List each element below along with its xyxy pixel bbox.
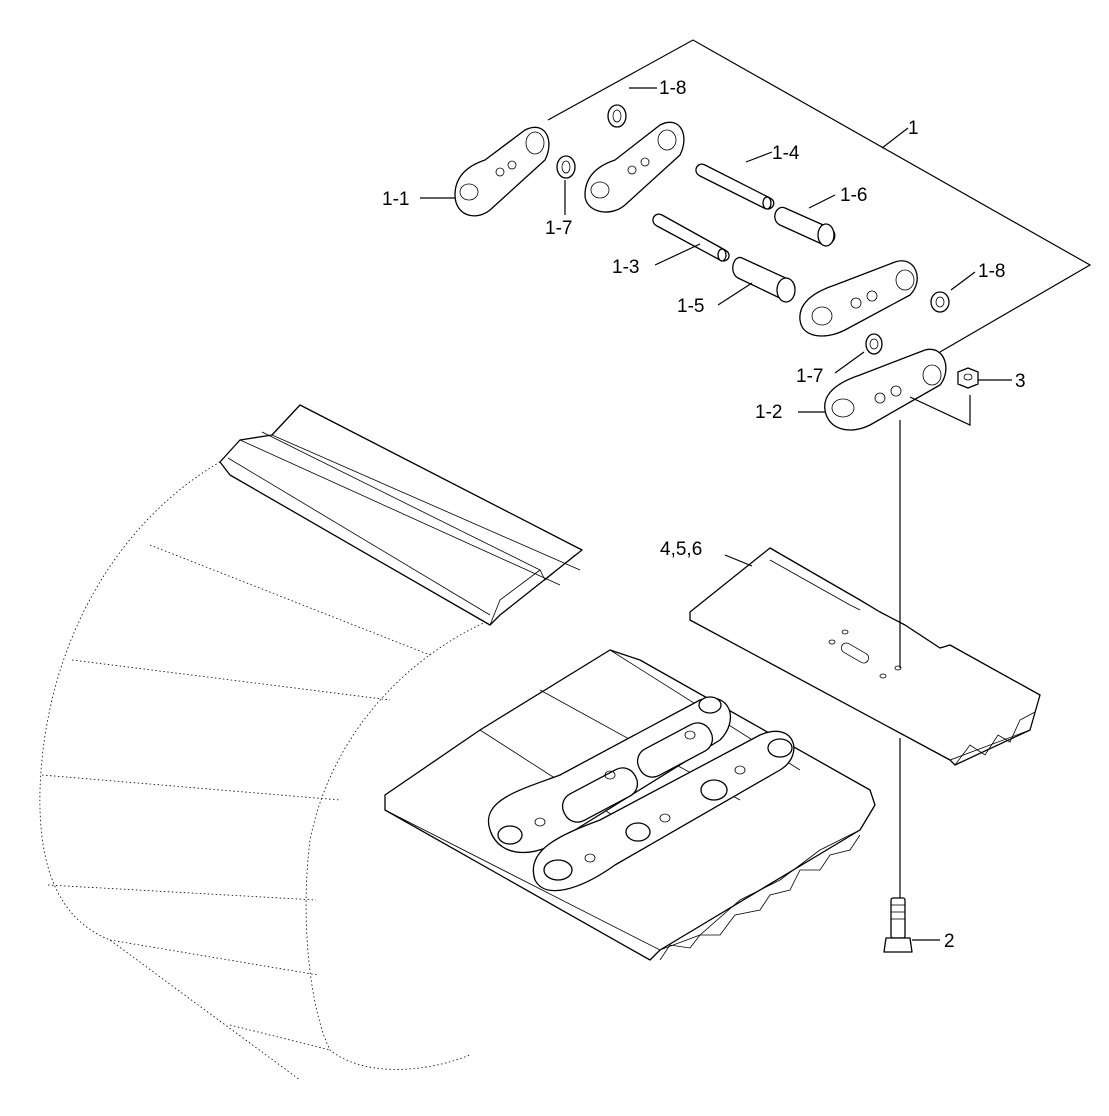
callout-labels: 1-1 1-7 1-8 1 1-4 1-6 1-3 1-5 1-8 1-7 1-… (382, 78, 1026, 952)
pin-1-4 (695, 163, 775, 210)
seal-1-8-right (930, 291, 950, 313)
label-1-6: 1-6 (840, 185, 867, 206)
label-1-2: 1-2 (755, 402, 782, 423)
assembly-bracket (547, 39, 1092, 353)
label-1-3: 1-3 (612, 257, 639, 278)
seal-1-8-top (607, 104, 627, 128)
chain-links-assembled (487, 696, 795, 892)
track-link-left (454, 126, 550, 217)
label-3: 3 (1015, 371, 1026, 392)
track-link-right (824, 348, 947, 431)
track-link-middle (799, 260, 918, 337)
label-1-4: 1-4 (772, 143, 800, 164)
label-1: 1 (908, 118, 919, 139)
track-chain-outline (39, 461, 491, 1081)
label-1-1: 1-1 (382, 189, 409, 210)
track-link-upper (584, 121, 685, 213)
label-4-5-6: 4,5,6 (660, 539, 702, 560)
label-2: 2 (944, 931, 955, 952)
label-1-7-right: 1-7 (796, 366, 823, 387)
seal-1-7-top (556, 155, 576, 179)
bushing-1-5 (732, 256, 796, 303)
bolt (883, 897, 913, 953)
label-1-8-top: 1-8 (659, 78, 686, 99)
pin-1-3 (652, 213, 730, 262)
bushing-1-6 (774, 206, 836, 247)
seal-1-7-right (865, 333, 883, 355)
label-1-7-top: 1-7 (545, 218, 572, 239)
track-shoe-part (689, 547, 1041, 766)
leader-lines (420, 87, 1012, 941)
label-1-5: 1-5 (677, 296, 704, 317)
track-shoe-top (219, 404, 583, 626)
label-1-8-right: 1-8 (978, 261, 1005, 282)
nut (957, 367, 979, 389)
